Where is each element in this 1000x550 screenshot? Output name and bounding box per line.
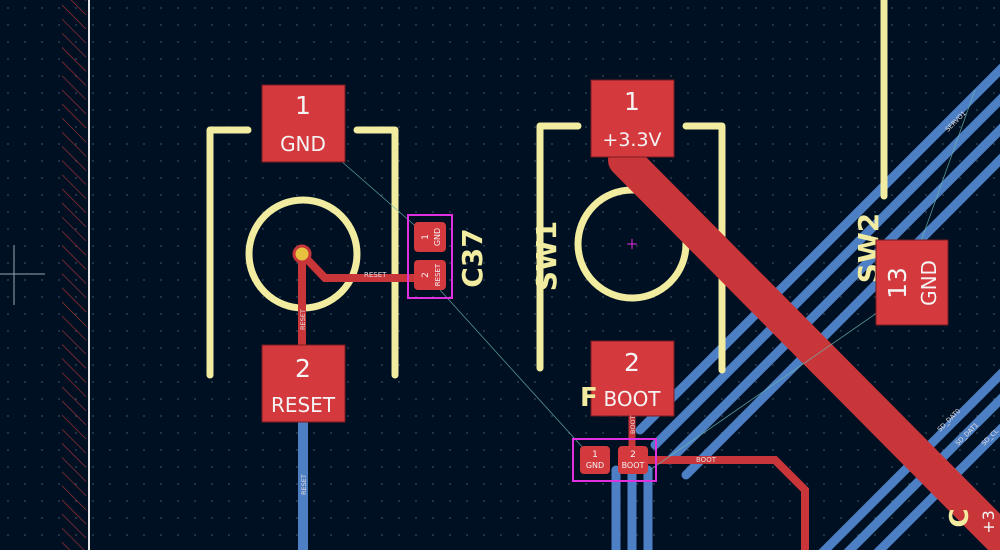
- track-servo1[interactable]: [635, 60, 1000, 435]
- boot-cap-pad-1[interactable]: 1 GND: [580, 446, 610, 474]
- c37-reference: C37: [456, 228, 489, 288]
- edge-reference-fragment: C: [945, 508, 975, 527]
- pad-net-label: GND: [280, 132, 326, 156]
- anchor-marker-icon: [627, 239, 637, 249]
- pad-number: 1: [624, 87, 640, 116]
- pad-net-label: GND: [433, 228, 442, 246]
- sw1-reference: SW1: [530, 221, 563, 292]
- pad-number: 2: [295, 354, 311, 383]
- pad-net-label: RESET: [271, 393, 336, 417]
- reset-switch-outline-left: [206, 126, 252, 379]
- label-boot-vertical: BOOT: [629, 415, 637, 434]
- track-back-diag-4[interactable]: [681, 150, 1000, 480]
- sw1-outline-left: [536, 122, 582, 372]
- pad-net-label: BOOT: [603, 387, 661, 411]
- track-reset-horizontal[interactable]: [298, 250, 432, 282]
- keepout-zone: [62, 0, 86, 550]
- reset-switch-pad-1[interactable]: 1 GND: [261, 84, 346, 163]
- sw1-outline-right: [682, 122, 726, 374]
- c37-pad-2[interactable]: 2 RESET: [414, 260, 446, 290]
- boot-cap-pad-2[interactable]: 2 BOOT: [618, 446, 648, 474]
- sw1-pad-1[interactable]: 1 +3.3V: [590, 79, 675, 158]
- pad-number: 1: [592, 450, 598, 460]
- pad-net-label: GND: [917, 260, 941, 306]
- silkscreen-layer: [206, 0, 888, 379]
- pad-number: 2: [624, 348, 640, 377]
- pad-net-label: +3.3V: [602, 129, 661, 151]
- crosshair-icon: [0, 245, 45, 305]
- boot-cap-reference-fragment: F: [580, 383, 598, 413]
- pad-net-label: BOOT: [622, 461, 645, 470]
- label-reset-horizontal: RESET: [364, 271, 387, 279]
- sw1-pad-2[interactable]: 2 BOOT: [590, 340, 675, 417]
- pad-net-label: GND: [586, 461, 604, 470]
- edge-net-fragment: +3: [979, 510, 998, 534]
- pad-number: 1: [421, 234, 431, 240]
- track-back-diag-3[interactable]: [665, 120, 1000, 465]
- pad-number: 2: [421, 272, 431, 278]
- sw2-pad-13[interactable]: 13 GND: [875, 239, 949, 326]
- track-back-diag-2[interactable]: [650, 90, 1000, 450]
- pad-number: 1: [295, 91, 311, 120]
- c37-pad-1[interactable]: 1 GND: [414, 222, 446, 252]
- pad-number: 2: [630, 450, 636, 460]
- reset-switch-pad-2[interactable]: 2 RESET: [261, 344, 346, 423]
- c37-footprint[interactable]: 1 GND 2 RESET: [407, 214, 453, 299]
- label-reset-back: RESET: [300, 474, 308, 495]
- boot-cap-footprint[interactable]: 1 GND 2 BOOT: [572, 438, 657, 482]
- pad-number: 13: [883, 267, 912, 299]
- pad-net-label: RESET: [434, 263, 442, 286]
- via-reset[interactable]: [292, 244, 312, 264]
- track-boot-horizontal[interactable]: [628, 456, 809, 550]
- label-reset-vertical: RESET: [299, 309, 307, 330]
- label-boot-horizontal: BOOT: [696, 456, 717, 464]
- reset-switch-outline-right: [353, 126, 399, 379]
